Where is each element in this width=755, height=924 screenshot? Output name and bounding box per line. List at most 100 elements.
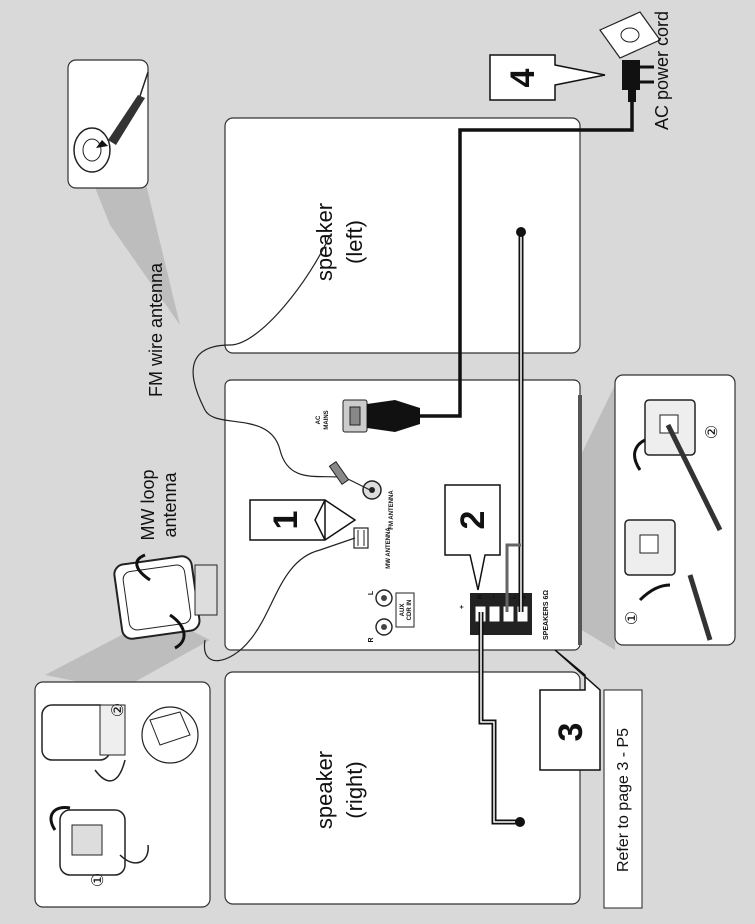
terminal-inset-clip2-hole xyxy=(659,414,679,434)
terminal-r-label: R xyxy=(477,594,484,599)
mw-assembly-wire2 xyxy=(94,759,126,782)
wall-outlet-socket xyxy=(620,27,640,43)
mw-assembly-step1: ① xyxy=(90,873,107,887)
terminal-inset-wire2 xyxy=(665,423,723,532)
mw-wire xyxy=(203,537,356,662)
fm-wire-label-wrap: FM wire antenna xyxy=(146,262,166,397)
mw-assembly-bottom xyxy=(49,805,149,876)
mw-loop-line2: antenna xyxy=(160,471,180,537)
fm-callout-shadow xyxy=(88,170,180,325)
speaker-right-panel xyxy=(224,671,581,905)
speaker-left-panel xyxy=(224,117,581,354)
mw-assembly-base1 xyxy=(71,824,103,856)
ac-power-cord-label: AC power cord xyxy=(652,11,672,130)
terminal-inset-arrow2 xyxy=(633,438,646,471)
speaker-left-line1: speaker xyxy=(312,203,337,281)
aux-label-box xyxy=(395,592,415,628)
mw-loop-label-wrap: MW loop antenna xyxy=(138,469,180,540)
step4-number: 4 xyxy=(504,68,542,87)
mw-loop-line1: MW loop xyxy=(138,469,158,540)
mw-antenna-terminal xyxy=(353,527,369,549)
terminal-r-plus-label: + xyxy=(459,605,466,609)
mw-antenna-label: MW ANTENNA xyxy=(386,527,392,569)
speaker-right-label: speaker (right) xyxy=(312,751,367,829)
ac-plug-neck xyxy=(628,90,636,102)
terminal-inset-step1: ① xyxy=(624,611,641,625)
step4-callout xyxy=(489,54,606,101)
step3-callout xyxy=(539,649,601,771)
aux-l-label: L xyxy=(368,590,375,595)
fm-inset-jack-inner xyxy=(82,138,102,162)
mw-loop-stand xyxy=(194,564,218,616)
fm-inset-plug xyxy=(108,95,145,145)
fm-antenna-label-wrap: FM ANTENNA xyxy=(389,490,395,530)
ac-plug-body xyxy=(367,400,420,432)
speaker-right-line1: speaker xyxy=(312,751,337,829)
ac-plug-head xyxy=(622,60,640,90)
speaker-left-line2: (left) xyxy=(342,220,367,264)
wall-outlet-plate xyxy=(599,11,661,59)
mw-assembly-arrow1 xyxy=(49,805,71,831)
step3-number: 3 xyxy=(552,723,590,742)
ac-mains-line1: AC xyxy=(316,415,322,424)
fm-inset-arrow xyxy=(96,140,108,148)
mw-assembly-top xyxy=(41,704,199,782)
terminal-l-label: L xyxy=(511,594,518,599)
fm-antenna-inset xyxy=(67,59,149,189)
mw-rotate-arrow1 xyxy=(135,553,151,582)
ac-plug-inset xyxy=(622,60,654,102)
aux-label-wrap: AUX CDR IN xyxy=(400,600,413,621)
fm-wire-label: FM wire antenna xyxy=(146,262,166,397)
step1-callout xyxy=(249,499,357,541)
speaker-left-cable-end xyxy=(516,227,526,237)
speaker-left-cable-minus xyxy=(505,543,521,612)
wall-outlet xyxy=(599,11,661,59)
refer-note-text: Refer to page 3 - P5 xyxy=(615,728,632,872)
step1-callout-notch xyxy=(314,499,326,541)
terminal-inset-clip1-hole xyxy=(639,534,659,554)
aux-line1: AUX xyxy=(400,604,406,617)
fm-inset-drawing xyxy=(73,71,149,173)
terminal-inset-drawing-top xyxy=(633,399,723,532)
speaker-right-cable-stripe xyxy=(480,612,520,823)
fm-antenna-jack-pin xyxy=(369,487,375,493)
speaker-left-label: speaker (left) xyxy=(312,203,367,281)
ac-mains-line2: MAINS xyxy=(324,410,330,429)
step1-number: 1 xyxy=(267,511,305,530)
refer-note-box xyxy=(603,689,643,909)
ac-mains-socket-inner xyxy=(349,406,361,426)
mw-assembly-wire1 xyxy=(119,844,149,864)
terminal-inset-wire1 xyxy=(687,574,713,641)
terminal-r-minus xyxy=(488,605,501,623)
fm-inset-wire xyxy=(139,71,149,97)
mw-loop-antenna xyxy=(113,553,218,650)
aux-jack-r-pin xyxy=(381,624,387,630)
speaker-right-line2: (right) xyxy=(342,761,367,818)
ac-power-cord xyxy=(420,100,634,418)
terminal-inset-step2: ② xyxy=(704,425,721,439)
mw-loop-inner xyxy=(122,564,192,631)
mw-assembly-stand2 xyxy=(99,704,126,756)
aux-line2: CDR IN xyxy=(407,600,413,621)
terminal-r-minus-label: − xyxy=(491,595,498,599)
ac-mains-label: AC MAINS xyxy=(316,410,330,429)
aux-r-label: R xyxy=(368,637,375,642)
mw-assembly-step2: ② xyxy=(110,703,127,717)
fm-wire-connector xyxy=(328,460,350,486)
fm-antenna-label: FM ANTENNA xyxy=(389,490,395,530)
mw-rotate-arrow2 xyxy=(169,613,186,650)
fm-wire xyxy=(192,234,371,491)
step2-callout xyxy=(444,484,501,591)
speaker-right-cable-end xyxy=(515,817,525,827)
ac-power-cord-label-wrap: AC power cord xyxy=(652,11,672,130)
mw-assembly-zoom-detail xyxy=(149,711,191,746)
refer-note-wrap: Refer to page 3 - P5 xyxy=(615,728,632,872)
terminal-inset-arrow1 xyxy=(638,583,671,602)
aux-jack-l-pin xyxy=(381,595,387,601)
mw-antenna-label-wrap: MW ANTENNA xyxy=(386,527,392,569)
terminal-inset-drawing-bottom xyxy=(624,519,713,641)
terminal-l-plus-label: + xyxy=(522,595,529,599)
step2-number: 2 xyxy=(454,511,492,530)
